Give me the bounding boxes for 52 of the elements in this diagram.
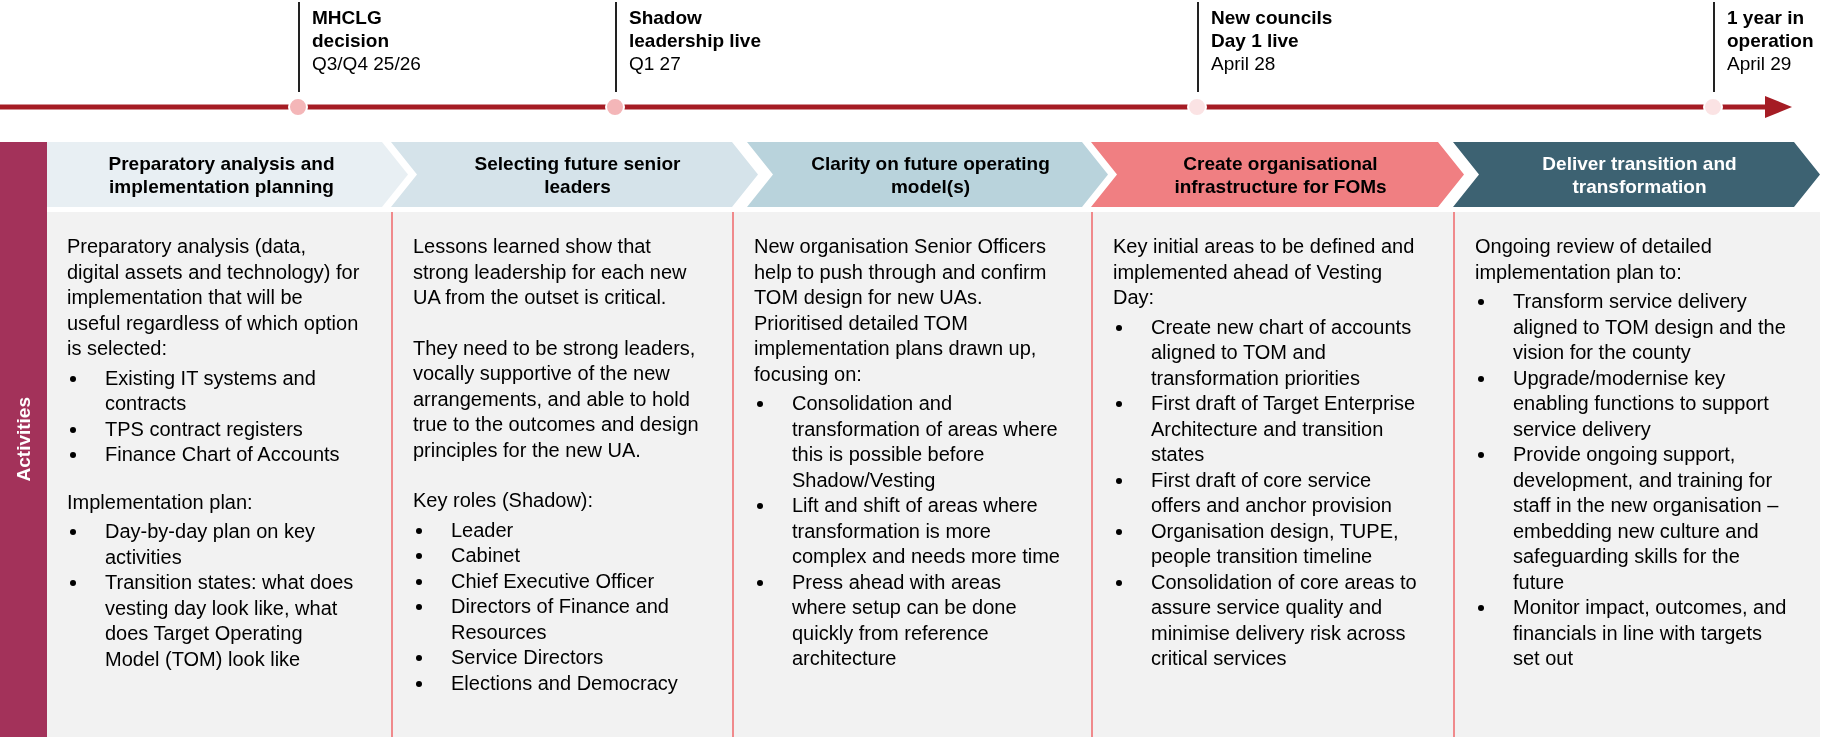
milestone-title: 1 year in operation: [1727, 6, 1815, 52]
bullet-item: Lift and shift of areas where transformation is more complex and needs more time: [754, 493, 1061, 570]
chevron-banner: Clarity on future operating model(s): [747, 142, 1108, 207]
bullet-item: Finance Chart of Accounts: [67, 442, 361, 468]
bullet-item: First draft of Target Enterprise Architecture and transition states: [1113, 391, 1423, 468]
paragraph: Lessons learned show that strong leadership for each new UA from the outset is critical.: [413, 234, 688, 310]
bullet-item: Chief Executive Officer: [413, 568, 702, 594]
bullet-item: Press ahead with areas where setup can be done quickly from reference architecture: [754, 569, 1061, 672]
milestone-title: MHCLG decision: [312, 6, 391, 52]
row-header-band: [0, 142, 47, 737]
paragraph: Prioritised detailed TOM implementation plans drawn up, focusing on:: [754, 310, 1038, 387]
bullet-item: Leader: [413, 517, 702, 543]
chevron-banner: Preparatory analysis and implementation planning: [47, 142, 408, 207]
bullet-item: Service Directors: [413, 645, 702, 671]
paragraph: Key roles (Shadow):: [413, 488, 595, 513]
bullet-item: Directors of Finance and Resources: [413, 594, 702, 645]
activity-column: [1091, 212, 1453, 737]
milestone-date: Q3/Q4 25/26: [312, 52, 422, 75]
paragraph: Preparatory analysis (data, digital assets and technology) for implementation that will be useful regardless of which option is selected:: [67, 234, 361, 361]
bullet-item: Elections and Democracy: [413, 670, 702, 696]
bullet-item: Existing IT systems and contracts: [67, 365, 361, 417]
paragraph: Key initial areas to be defined and implemented ahead of Vesting Day:: [1113, 234, 1416, 310]
bullet-item: First draft of core service offers and anchor provision: [1113, 467, 1423, 519]
activity-column: [1453, 212, 1820, 737]
activity-column: [47, 212, 391, 737]
bullet-item: Monitor impact, outcomes, and financials in line with targets set out: [1475, 595, 1790, 672]
bullet-item: Transform service delivery aligned to TOM design and the vision for the county: [1475, 289, 1790, 366]
bullet-item: Consolidation and transformation of areas where this is possible before Shadow/Vesting: [754, 391, 1061, 493]
bullet-item: Cabinet: [413, 543, 702, 569]
milestone-date: April 29: [1727, 52, 1793, 75]
paragraph: They need to be strong leaders, vocally supportive of the new arrangements, and able to hold true to the outcomes and design principles for the new UA.: [413, 335, 700, 463]
row-header-label: Activities: [12, 397, 35, 482]
bullet-item: Organisation design, TUPE, people transition timeline: [1113, 518, 1423, 570]
bullet-item: TPS contract registers: [67, 416, 361, 442]
chevron-banner: Create organisational infrastructure for FOMs: [1091, 142, 1464, 207]
milestone-date: Q1 27: [629, 52, 682, 75]
milestone-title: Shadow leadership live: [629, 6, 762, 52]
chevron-banner: Deliver transition and transformation: [1453, 142, 1820, 207]
paragraph: Ongoing review of detailed implementation plan to:: [1475, 234, 1713, 285]
bullet-item: Day-by-day plan on key activities: [67, 519, 361, 570]
milestone-date: April 28: [1211, 52, 1277, 75]
bullet-item: Upgrade/modernise key enabling functions to support service delivery: [1475, 365, 1790, 442]
milestone-title: New councils Day 1 live: [1211, 6, 1334, 52]
bullet-item: Consolidation of core areas to assure service quality and minimise delivery risk across critical services: [1113, 569, 1423, 672]
paragraph: New organisation Senior Officers help to push through and confirm TOM design for new UAs.: [754, 234, 1048, 310]
bullet-item: Transition states: what does vesting day look like, what does Target Operating Model (TOM) look like: [67, 570, 361, 672]
chevron-banner: Selecting future senior leaders: [391, 142, 758, 207]
activity-column: [732, 212, 1091, 737]
bullet-item: Create new chart of accounts aligned to TOM and transformation priorities: [1113, 314, 1423, 391]
paragraph: Implementation plan:: [67, 489, 254, 515]
activity-column: [391, 212, 732, 737]
bullet-item: Provide ongoing support, development, and training for staff in the new organisation – embedding new culture and safeguarding skills for the future: [1475, 442, 1790, 595]
